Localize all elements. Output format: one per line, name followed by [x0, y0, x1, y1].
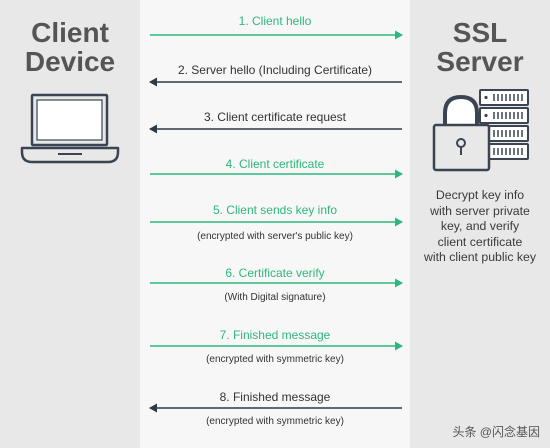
message-sublabel: (encrypted with server's public key) — [197, 231, 353, 242]
laptop-icon — [20, 93, 120, 164]
server-description-line: Decrypt key info — [435, 188, 525, 202]
client-panel: Client Device — [0, 0, 140, 448]
message-label: 5. Client sends key info — [212, 203, 338, 217]
arrowhead-icon — [395, 30, 403, 40]
message-column — [140, 0, 410, 448]
message-label: 6. Certificate verify — [225, 266, 325, 280]
client-title: Client Device — [0, 18, 140, 76]
server-lock-icon — [432, 89, 529, 172]
server-description-line: key, and verify — [440, 219, 520, 233]
arrowhead-icon — [149, 403, 157, 413]
arrowhead-icon — [395, 341, 403, 351]
arrowhead-icon — [395, 169, 403, 179]
server-description-line: client certificate — [437, 234, 523, 249]
message-sublabel: (encrypted with symmetric key) — [206, 354, 344, 365]
arrowhead-icon — [395, 217, 403, 227]
message-sublabel: (encrypted with symmetric key) — [206, 416, 344, 427]
message-label: 2. Server hello (Including Certificate) — [177, 63, 373, 77]
message-label: 7. Finished message — [219, 328, 331, 342]
server-description-line: with client public key — [423, 250, 537, 264]
client-title-line2: Device — [24, 46, 116, 77]
arrowhead-icon — [395, 278, 403, 288]
arrowhead-icon — [149, 77, 157, 87]
server-title-line2: Server — [436, 46, 524, 77]
message-label: 3. Client certificate request — [203, 110, 347, 124]
server-title-line1: SSL — [452, 17, 508, 48]
message-label: 1. Client hello — [238, 14, 312, 28]
message-label: 8. Finished message — [219, 390, 331, 404]
watermark: 头条 @闪念基因 — [452, 425, 540, 439]
server-description-line: with server private — [430, 203, 530, 218]
message-sublabel: (With Digital signature) — [224, 292, 326, 303]
server-title: SSL Server — [410, 18, 550, 76]
client-title-line1: Client — [31, 17, 109, 48]
message-label: 4. Client certificate — [225, 157, 325, 171]
arrowhead-icon — [149, 124, 157, 134]
